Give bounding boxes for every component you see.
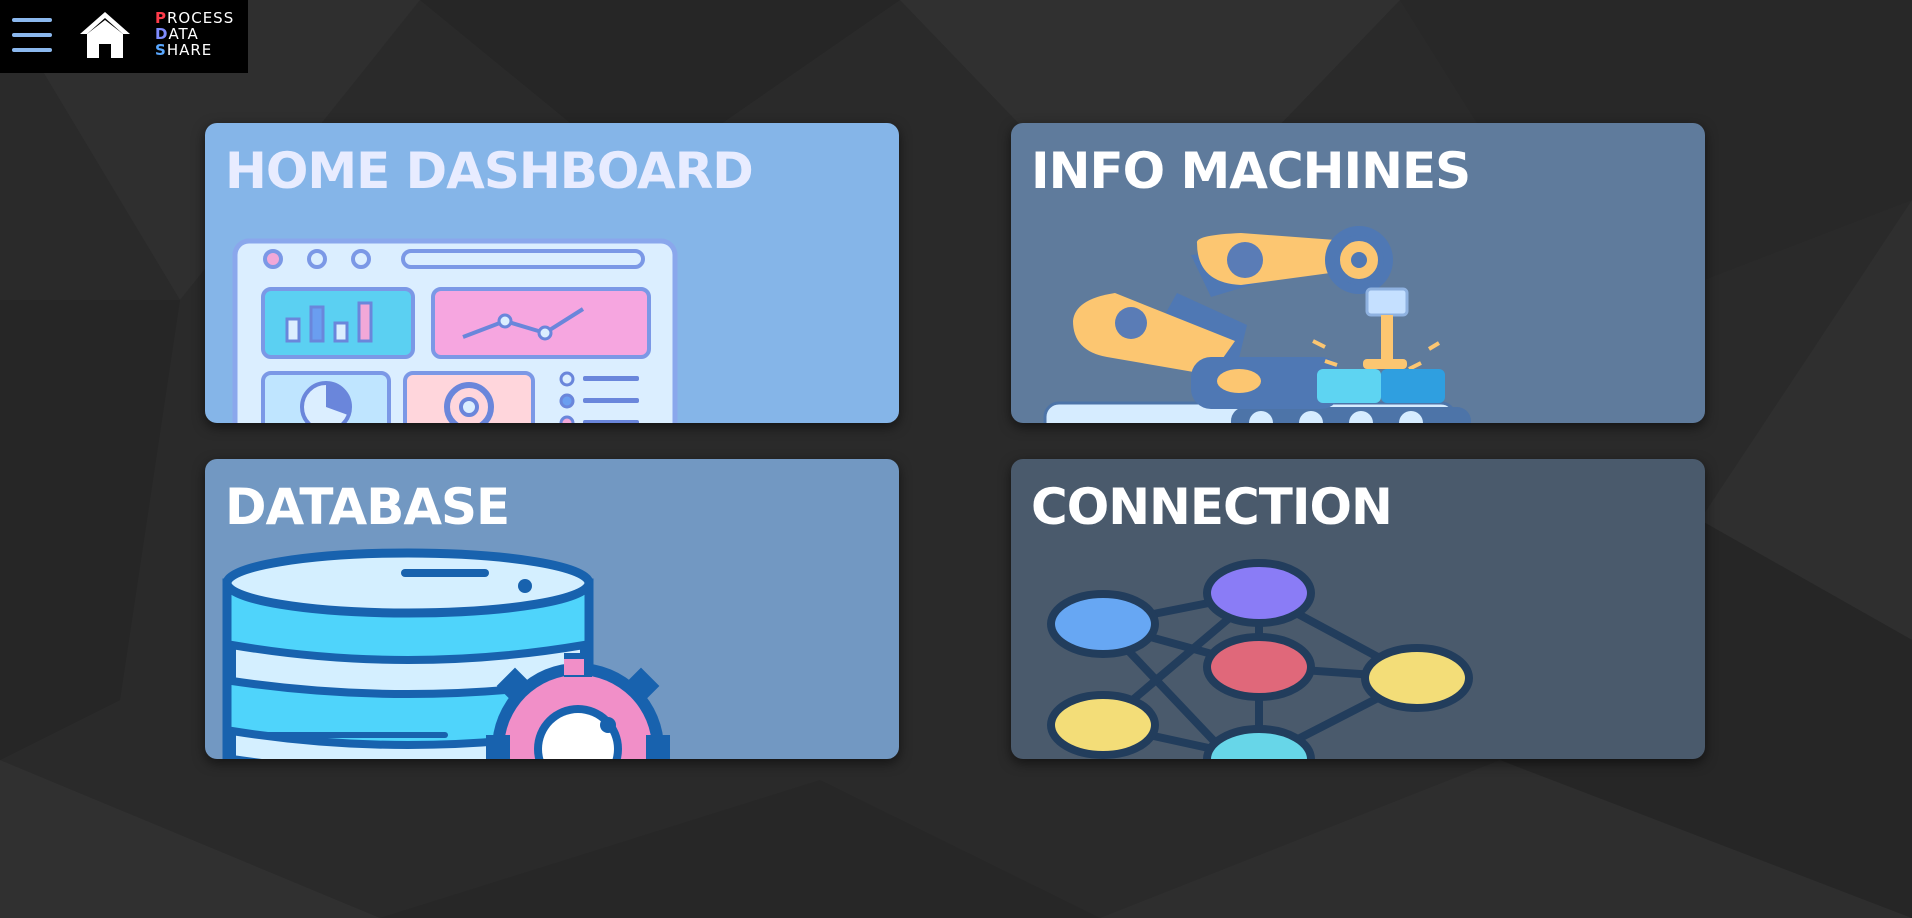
tile-home-dashboard[interactable]: HOME DASHBOARD xyxy=(205,123,899,423)
brand-initial-s: S xyxy=(155,41,167,59)
tile-title: INFO MACHINES xyxy=(1031,142,1471,200)
tile-database[interactable]: DATABASE xyxy=(205,459,899,759)
dashboard-icon xyxy=(232,238,678,423)
brand-text-hare: HARE xyxy=(166,41,213,59)
brand-text-rocess: ROCESS xyxy=(167,9,235,27)
database-gear-icon xyxy=(222,548,670,759)
brand-text-ata: ATA xyxy=(168,25,199,43)
tile-title: DATABASE xyxy=(225,478,510,536)
top-bar: PROCESS DATA SHARE xyxy=(0,0,248,73)
brand-initial-p: P xyxy=(155,9,167,27)
tile-title: CONNECTION xyxy=(1031,478,1393,536)
network-icon xyxy=(1047,559,1473,759)
robot-arm-icon xyxy=(1043,226,1471,423)
hamburger-menu-icon[interactable] xyxy=(12,16,52,56)
home-icon[interactable] xyxy=(78,10,132,60)
brand-logo: PROCESS DATA SHARE xyxy=(155,10,234,58)
tile-info-machines[interactable]: INFO MACHINES xyxy=(1011,123,1705,423)
tile-connection[interactable]: CONNECTION xyxy=(1011,459,1705,759)
tile-title: HOME DASHBOARD xyxy=(225,142,754,200)
brand-initial-d: D xyxy=(155,25,169,43)
